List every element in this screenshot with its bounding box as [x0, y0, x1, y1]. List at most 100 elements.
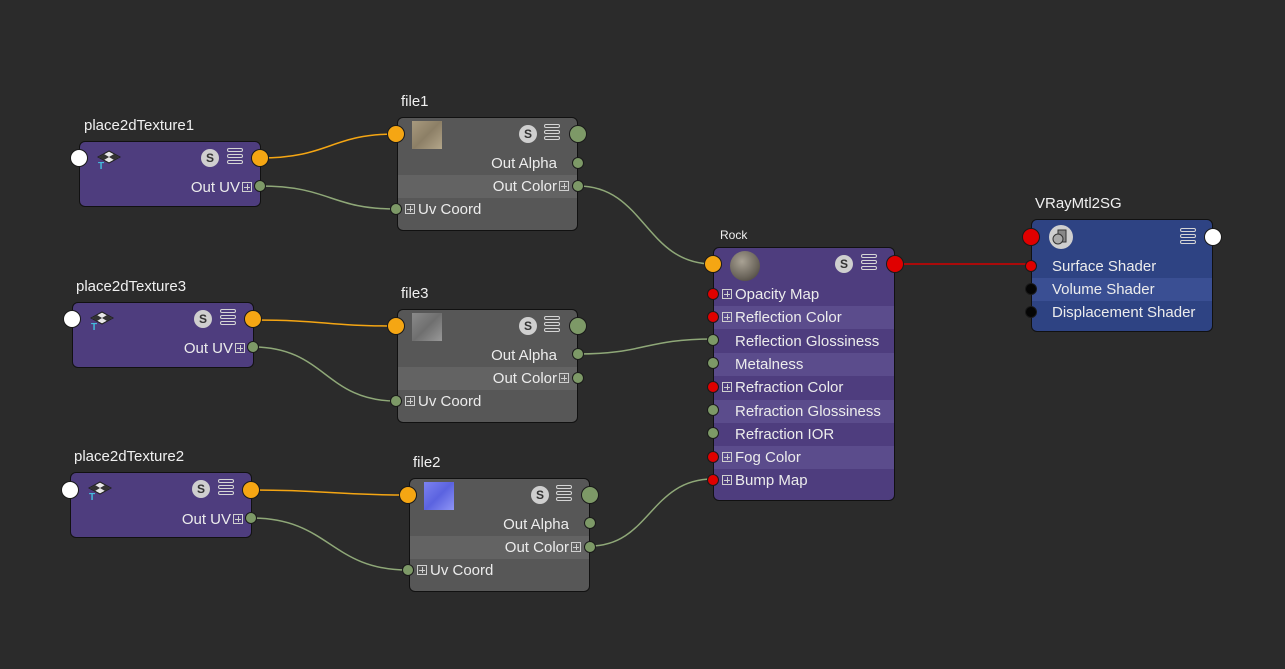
attr-input-port[interactable]: [707, 287, 719, 300]
output-port[interactable]: [1204, 228, 1222, 246]
attr-row-out-alpha[interactable]: Out Alpha: [398, 152, 577, 175]
expand-icon[interactable]: [242, 182, 252, 192]
expand-icon[interactable]: [405, 204, 415, 214]
expand-icon[interactable]: [235, 343, 245, 353]
swatch-s-icon[interactable]: S: [201, 149, 219, 167]
attr-input-port[interactable]: [1025, 305, 1037, 318]
expand-icon[interactable]: [722, 382, 732, 393]
attr-input-port[interactable]: [707, 357, 719, 370]
attr-input-port[interactable]: [707, 380, 719, 393]
attr-row-opacity-map[interactable]: Opacity Map: [714, 283, 894, 306]
attr-row-uv-coord[interactable]: Uv Coord: [410, 559, 589, 582]
attr-row-out-color[interactable]: Out Color: [410, 536, 589, 559]
attr-row-bump-map[interactable]: Bump Map: [714, 469, 894, 492]
attr-input-port[interactable]: [707, 334, 719, 347]
expand-icon[interactable]: [233, 514, 243, 524]
attr-row-uv-coord[interactable]: Uv Coord: [398, 198, 577, 221]
output-port[interactable]: [569, 317, 587, 335]
attr-row-refraction-color[interactable]: Refraction Color: [714, 376, 894, 399]
attr-row-fog-color[interactable]: Fog Color: [714, 446, 894, 470]
output-port[interactable]: [581, 486, 599, 504]
attr-row-out-color[interactable]: Out Color: [398, 367, 577, 390]
expand-icon[interactable]: [559, 181, 569, 191]
attr-input-port[interactable]: [707, 473, 719, 486]
attr-row-out-alpha[interactable]: Out Alpha: [398, 344, 577, 367]
swatch-s-icon[interactable]: S: [192, 480, 210, 498]
node-place2dtexture1[interactable]: T S Out UV: [79, 141, 261, 207]
expand-icon[interactable]: [559, 373, 569, 383]
out-color-port[interactable]: [572, 180, 584, 192]
input-port[interactable]: [70, 149, 88, 167]
out-uv-port[interactable]: [247, 341, 259, 353]
output-port[interactable]: [244, 310, 262, 328]
attribute-menu-icon[interactable]: [1180, 228, 1196, 244]
attribute-menu-icon[interactable]: [220, 309, 236, 325]
attr-row-refraction-ior[interactable]: Refraction IOR: [714, 423, 894, 446]
attribute-menu-icon[interactable]: [227, 148, 243, 164]
out-uv-port[interactable]: [245, 512, 257, 524]
attr-input-port[interactable]: [707, 310, 719, 323]
swatch-s-icon[interactable]: S: [519, 317, 537, 335]
attr-row-out-uv[interactable]: Out UV: [73, 337, 253, 360]
uv-coord-port[interactable]: [402, 564, 414, 576]
swatch-s-icon[interactable]: S: [519, 125, 537, 143]
attribute-menu-icon[interactable]: [861, 254, 877, 270]
expand-icon[interactable]: [405, 396, 415, 406]
expand-icon[interactable]: [722, 289, 732, 299]
output-port[interactable]: [242, 481, 260, 499]
input-port[interactable]: [63, 310, 81, 328]
out-alpha-port[interactable]: [584, 517, 596, 529]
attr-row-uv-coord[interactable]: Uv Coord: [398, 390, 577, 413]
out-alpha-port[interactable]: [572, 348, 584, 360]
attribute-menu-icon[interactable]: [218, 479, 234, 495]
out-uv-port[interactable]: [254, 180, 266, 192]
swatch-s-icon[interactable]: S: [531, 486, 549, 504]
out-color-port[interactable]: [572, 372, 584, 384]
attr-row-surface-shader[interactable]: Surface Shader: [1032, 255, 1212, 278]
out-alpha-port[interactable]: [572, 157, 584, 169]
node-place2dtexture3[interactable]: T S Out UV: [72, 302, 254, 368]
attr-row-refraction-glossiness[interactable]: Refraction Glossiness: [714, 399, 894, 423]
attr-input-port[interactable]: [707, 427, 719, 440]
expand-icon[interactable]: [722, 312, 732, 323]
attribute-menu-icon[interactable]: [556, 485, 572, 501]
input-port[interactable]: [61, 481, 79, 499]
swatch-s-icon[interactable]: S: [194, 310, 212, 328]
attr-input-port[interactable]: [707, 450, 719, 463]
node-file3[interactable]: S Out Alpha Out Color Uv Coord: [397, 309, 578, 423]
attr-row-metalness[interactable]: Metalness: [714, 352, 894, 376]
node-file2[interactable]: S Out Alpha Out Color Uv Coord: [409, 478, 590, 592]
output-port[interactable]: [251, 149, 269, 167]
input-port[interactable]: [399, 486, 417, 504]
attr-input-port[interactable]: [1025, 259, 1037, 272]
uv-coord-port[interactable]: [390, 203, 402, 215]
attribute-menu-icon[interactable]: [544, 316, 560, 332]
output-port[interactable]: [569, 125, 587, 143]
attribute-menu-icon[interactable]: [544, 124, 560, 140]
attr-row-out-uv[interactable]: Out UV: [71, 508, 251, 531]
attr-input-port[interactable]: [1025, 282, 1037, 295]
attr-row-reflection-color[interactable]: Reflection Color: [714, 306, 894, 330]
attr-row-displacement-shader[interactable]: Displacement Shader: [1032, 301, 1212, 324]
expand-icon[interactable]: [571, 542, 581, 552]
expand-icon[interactable]: [722, 475, 732, 486]
attr-input-port[interactable]: [707, 404, 719, 416]
attr-row-volume-shader[interactable]: Volume Shader: [1032, 278, 1212, 301]
expand-icon[interactable]: [417, 565, 427, 575]
attr-row-out-uv[interactable]: Out UV: [80, 176, 260, 199]
input-port[interactable]: [387, 125, 405, 143]
input-port[interactable]: [704, 255, 722, 273]
node-file1[interactable]: S Out Alpha Out Color Uv Coord: [397, 117, 578, 231]
swatch-s-icon[interactable]: S: [835, 255, 853, 273]
output-port[interactable]: [886, 255, 904, 273]
input-port[interactable]: [1022, 228, 1040, 246]
node-place2dtexture2[interactable]: T S Out UV: [70, 472, 252, 538]
attr-row-out-color[interactable]: Out Color: [398, 175, 577, 198]
attr-row-reflection-glossiness[interactable]: Reflection Glossiness: [714, 330, 894, 353]
input-port[interactable]: [387, 317, 405, 335]
out-color-port[interactable]: [584, 541, 596, 553]
uv-coord-port[interactable]: [390, 395, 402, 407]
